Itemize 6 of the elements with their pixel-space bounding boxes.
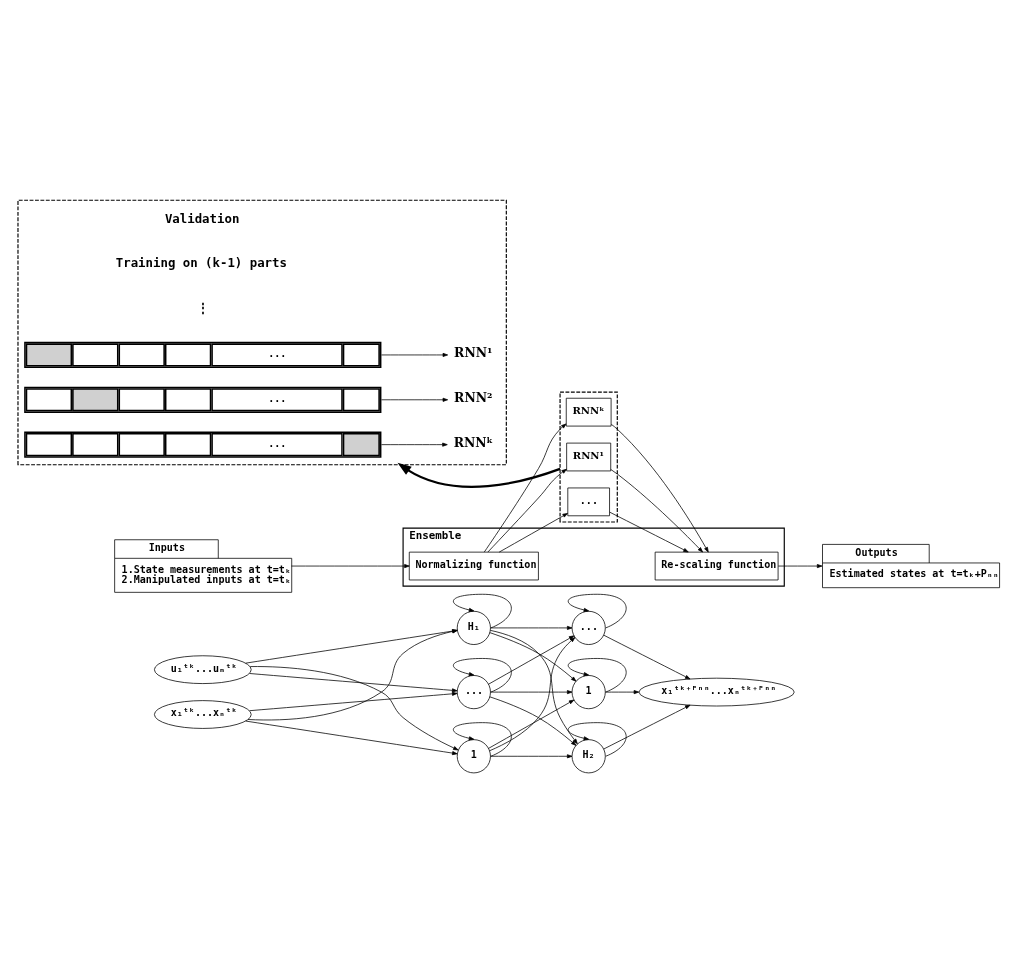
node-text: RNN² [454, 389, 493, 405]
label: Validation [164, 211, 240, 226]
label: Training on (k-1) parts [115, 255, 287, 270]
node-text: RNNᵏ [453, 434, 494, 450]
label: ⋮ [196, 300, 209, 315]
node-text: RNN¹ [454, 344, 493, 360]
